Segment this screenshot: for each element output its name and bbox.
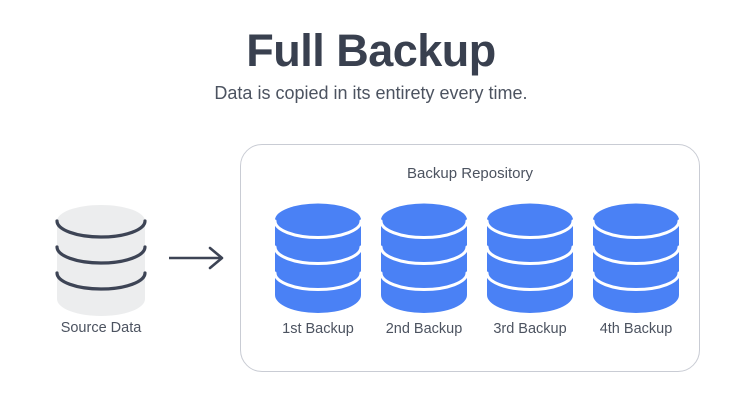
backup-cylinder-3	[486, 203, 574, 315]
source-data-cylinder	[55, 204, 147, 316]
backup-label-4: 4th Backup	[599, 321, 673, 337]
backup-cylinder-1	[274, 203, 362, 315]
source-data-label: Source Data	[60, 320, 142, 336]
page-subtitle: Data is copied in its entirety every tim…	[214, 83, 528, 103]
database-cylinder-icon	[55, 205, 147, 316]
backup-cylinder-2	[380, 203, 468, 315]
database-cylinder-icon	[592, 203, 680, 313]
backup-label-1: 1st Backup	[282, 321, 354, 337]
backup-repository-title: Backup Repository	[407, 165, 533, 182]
arrow-right-icon	[169, 246, 224, 270]
flow-arrow	[168, 245, 228, 271]
backup-label-2: 2nd Backup	[385, 321, 463, 337]
database-cylinder-icon	[274, 203, 362, 313]
backup-cylinder-4	[592, 203, 680, 315]
database-cylinder-icon	[380, 203, 468, 313]
backup-label-3: 3rd Backup	[493, 321, 567, 337]
database-cylinder-icon	[486, 203, 574, 313]
page-title: Full Backup	[246, 25, 496, 76]
